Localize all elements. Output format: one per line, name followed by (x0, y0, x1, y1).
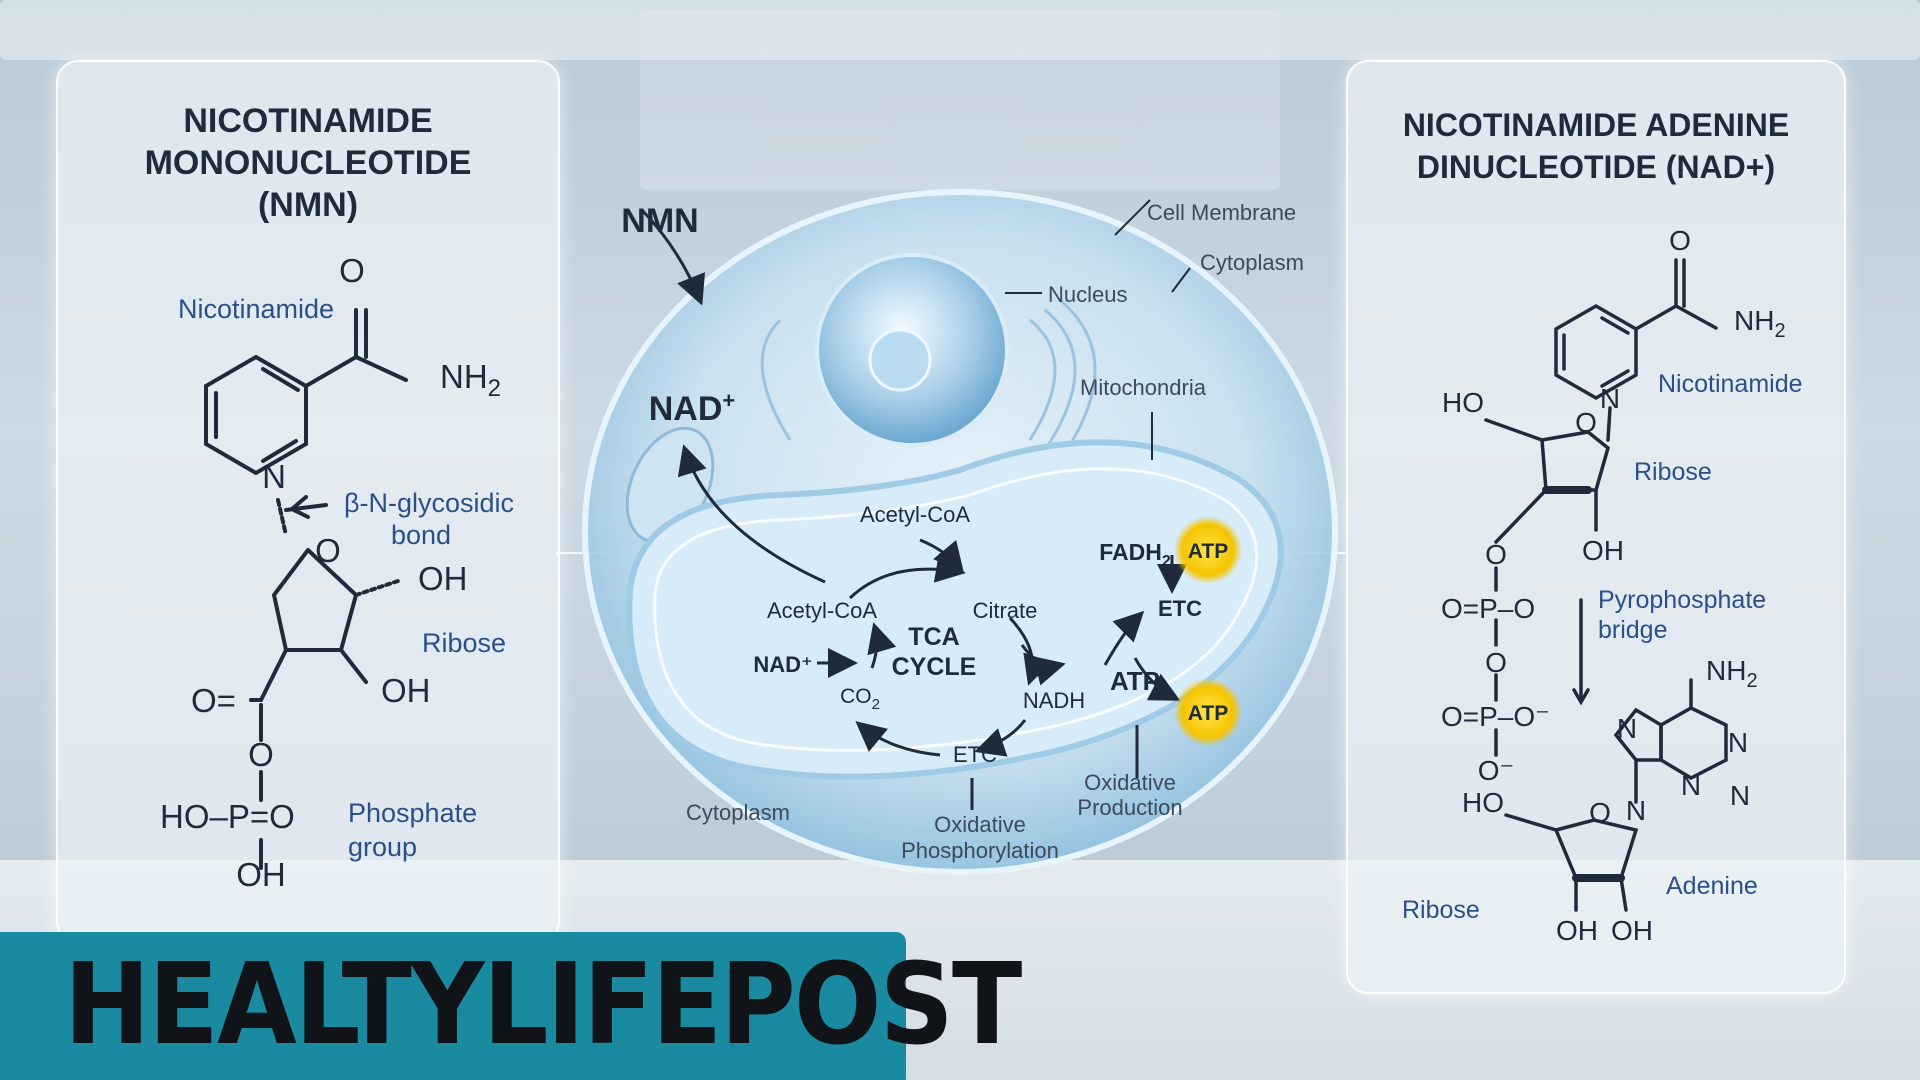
nad-phosphate-1: O=P–O (1441, 593, 1535, 624)
nad-adenine-n2: N (1728, 727, 1748, 758)
arrow-atp-etc (1103, 610, 1145, 666)
acetyl-coa-label: Acetyl-CoA (767, 598, 877, 623)
co2-label: CO2 (840, 685, 880, 713)
nmn-phosphate-label: Phosphate (348, 798, 477, 828)
atp-badge-1 (1174, 516, 1242, 584)
nad-oh-2: OH (1556, 915, 1598, 946)
nad-adenine-n3: N (1681, 770, 1701, 801)
cell-diagram: NMN NAD+ Acetyl-CoA Acetyl-CoA Citrate T… (582, 189, 1338, 875)
nmn-bond-label-2: bond (391, 520, 451, 550)
nmn-n-atom: N (262, 458, 286, 495)
arrow-nadh-etc (974, 719, 1027, 757)
tca-cycle-label: CYCLE (892, 653, 977, 681)
nad-pyrophosphate-label-2: bridge (1598, 616, 1668, 644)
nad-nh2: NH2 (1734, 305, 1786, 342)
nad-in-label: NAD⁺ (753, 652, 812, 677)
nad-ho-2: HO (1462, 787, 1504, 818)
atp-badge-2-label: ATP (1188, 702, 1228, 725)
nmn-panel-title: NICOTINAMIDE MONONUCLEOTIDE (NMN) (144, 102, 472, 224)
oxprod-label-2: Production (1077, 795, 1182, 820)
mitochondrion-inner (653, 467, 1259, 752)
etc-bottom-label: ETC (953, 742, 997, 767)
mitochondrion (626, 439, 1284, 780)
leader-membrane (1114, 199, 1151, 236)
nadh-label: NADH (1023, 688, 1085, 713)
arrow-nmn-to-nad (640, 208, 706, 306)
background-window (640, 10, 1280, 190)
nad-oh-3: OH (1611, 915, 1653, 946)
atp-badge-1-label: ATP (1188, 540, 1228, 563)
nmn-nh2-label: NH2 (440, 358, 501, 402)
arrow-etc-co2 (855, 721, 941, 757)
nad-adenine-n1: N (1617, 713, 1637, 744)
nad-oh-1: OH (1582, 535, 1624, 566)
nmn-phosphate-label-2: group (348, 832, 417, 862)
acetyl-coa-top-label: Acetyl-CoA (860, 502, 970, 527)
background-window (0, 0, 1920, 60)
nad-adenine-label: Adenine (1666, 872, 1758, 900)
atp-mid-label: ATP (1110, 666, 1160, 696)
nad-adenine-n5: N (1730, 780, 1750, 811)
brand-banner (0, 932, 906, 1080)
nmn-o-link: O (248, 736, 274, 773)
nad-o-b: O (1485, 647, 1507, 678)
cell-membrane-label: Cell Membrane (1147, 200, 1296, 225)
nad-o-a: O (1485, 539, 1507, 570)
arrow-acetyl-in (919, 538, 964, 573)
nmn-oh-1: OH (418, 560, 468, 597)
atp-badge-2 (1174, 678, 1242, 746)
arrow-co2-acetyl (867, 622, 897, 669)
nad-label: NAD+ (649, 388, 736, 428)
oxphos-label: Oxidative (934, 812, 1026, 837)
fadh2-label: FADH2 (1099, 539, 1171, 570)
nad-pyrophosphate-label: Pyrophosphate (1598, 586, 1766, 614)
endoplasmic-reticulum (760, 298, 1097, 461)
etc-right-label: ETC (1158, 596, 1202, 621)
mitochondria-label: Mitochondria (1080, 375, 1207, 400)
nad-structure: O NH2 N HO O OH O O=P–O O O=P–O⁻ O⁻ NH2 … (1402, 225, 1803, 946)
tca-label: TCA (908, 623, 959, 651)
nad-ribose-label-1: Ribose (1634, 458, 1712, 486)
oxphos-label-2: Phosphorylation (901, 838, 1059, 863)
citrate-label: Citrate (973, 598, 1038, 623)
connector-line-left (556, 552, 606, 554)
leader-cytoplasm (1171, 267, 1191, 293)
oxprod-label: Oxidative (1084, 770, 1176, 795)
nad-ribose-label-2: Ribose (1402, 896, 1480, 924)
nad-ring-o-1: O (1575, 407, 1597, 438)
nmn-o-atom: O (339, 252, 365, 289)
arrow-etc-atp (1133, 657, 1181, 701)
nad-panel-title: NICOTINAMIDE ADENINE DINUCLEOTIDE (NAD+) (1402, 107, 1790, 185)
nad-o-minus: O⁻ (1478, 755, 1515, 786)
nad-nicotinamide-label: Nicotinamide (1658, 370, 1803, 398)
cytoplasm-bottom-label: Cytoplasm (686, 800, 790, 825)
nad-adenine-n4: N (1626, 795, 1646, 826)
cytoplasm-top-label: Cytoplasm (1200, 250, 1304, 275)
nmn-structure: O NH2 N O OH OH O= O HO–P=O OH Nicotinam… (160, 252, 514, 893)
nmn-oh-2: OH (381, 672, 431, 709)
nmn-label: NMN (621, 202, 698, 240)
nmn-panel: NICOTINAMIDE MONONUCLEOTIDE (NMN) (56, 60, 560, 944)
arrow-citrate-atp (1020, 644, 1066, 686)
nmn-ring-o-atom: O (315, 532, 341, 569)
nad-phosphate-2: O=P–O⁻ (1441, 701, 1550, 732)
nmn-nicotinamide-label: Nicotinamide (178, 294, 334, 324)
nmn-ribose-label: Ribose (422, 628, 506, 658)
arrow-to-nad (677, 444, 826, 584)
nucleus-label: Nucleus (1048, 282, 1127, 307)
nad-o-top: O (1669, 225, 1691, 256)
nmn-o-double: O= (191, 682, 236, 719)
nad-n-pyridine: N (1600, 383, 1620, 414)
nad-ho-1: HO (1442, 387, 1484, 418)
brand-name: HEALTYLIFEPOST (64, 940, 1022, 1070)
arrow-citrate-nadh (1008, 616, 1052, 686)
nad-ring-o-2: O (1589, 797, 1611, 828)
nad-adenine-nh2: NH2 (1706, 655, 1758, 692)
nucleolus-shape (868, 328, 932, 392)
nmn-oh-3: OH (236, 856, 286, 893)
nmn-bond-label: β-N-glycosidic (344, 488, 514, 518)
nmn-phosphate-formula: HO–P=O (160, 798, 295, 835)
